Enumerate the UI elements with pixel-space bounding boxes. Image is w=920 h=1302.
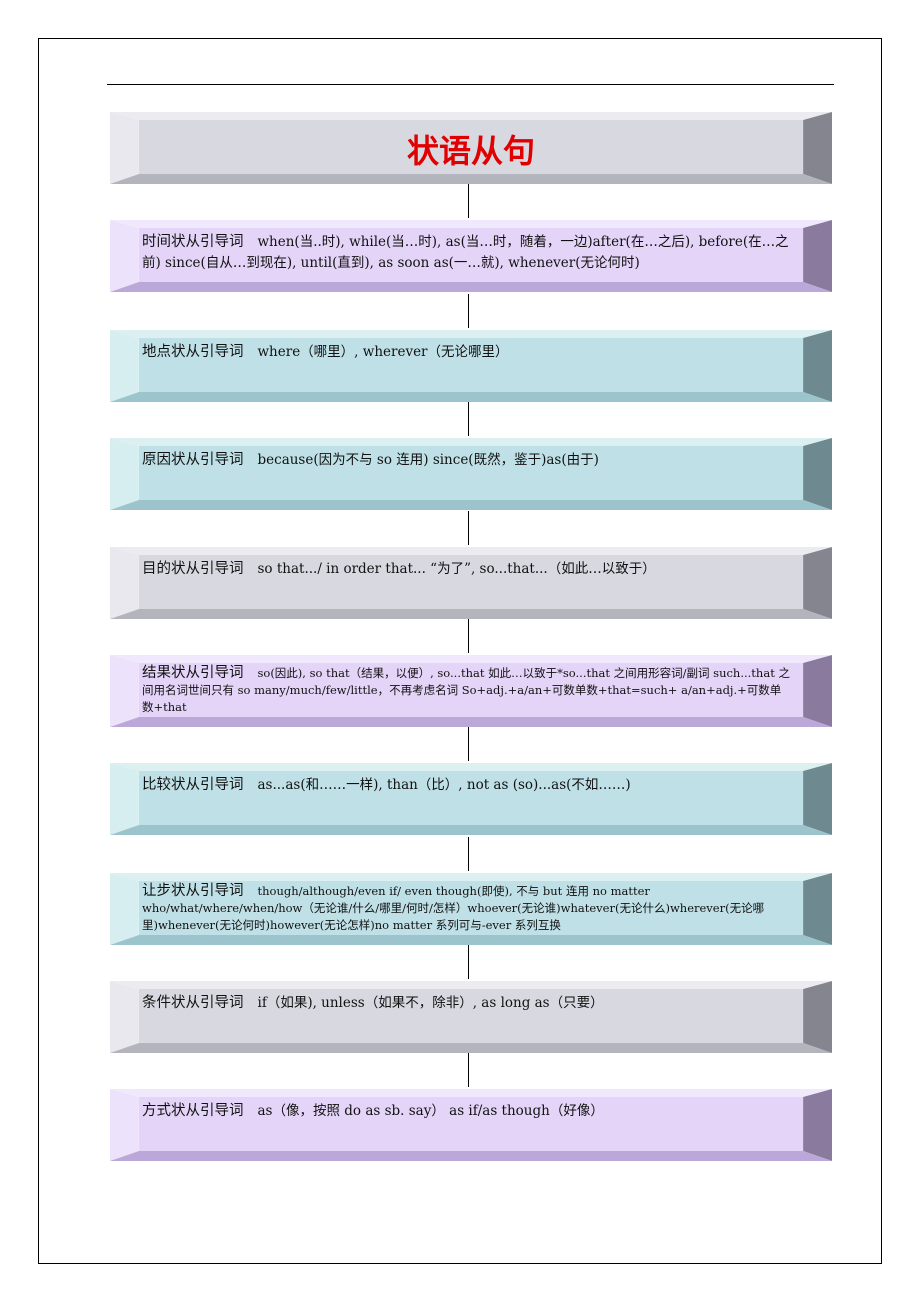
clause-words: if（如果), unless（如果不，除非）, as long as（只要）	[257, 995, 604, 1011]
clause-words: where（哪里）, wherever（无论哪里）	[257, 344, 509, 360]
connector-line	[468, 945, 469, 979]
connector-line	[468, 837, 469, 871]
connector-line	[468, 184, 469, 218]
clause-words: because(因为不与 so 连用) since(既然，鉴于)as(由于)	[257, 452, 599, 468]
clause-box: 目的状从引导词 so that.../ in order that... “为了”…	[110, 547, 832, 619]
connector-line	[468, 294, 469, 328]
clause-label: 让步状从引导词	[142, 883, 244, 899]
clause-text: 地点状从引导词 where（哪里）, wherever（无论哪里）	[142, 342, 792, 363]
clause-box: 方式状从引导词 as（像，按照 do as sb. say） as if/as t…	[110, 1089, 832, 1161]
clause-box: 地点状从引导词 where（哪里）, wherever（无论哪里）	[110, 330, 832, 402]
clause-text: 原因状从引导词 because(因为不与 so 连用) since(既然，鉴于)a…	[142, 450, 792, 471]
clause-label: 原因状从引导词	[142, 452, 244, 468]
clause-words: as...as(和……一样), than（比）, not as (so)...a…	[257, 777, 631, 793]
clause-label: 方式状从引导词	[142, 1103, 244, 1119]
connector-line	[468, 1053, 469, 1087]
connector-line	[468, 402, 469, 436]
clause-text: 条件状从引导词 if（如果), unless（如果不，除非）, as long a…	[142, 993, 792, 1014]
clause-box: 条件状从引导词 if（如果), unless（如果不，除非）, as long a…	[110, 981, 832, 1053]
clause-label: 结果状从引导词	[142, 665, 244, 681]
clause-text: 方式状从引导词 as（像，按照 do as sb. say） as if/as t…	[142, 1101, 792, 1122]
clause-box: 比较状从引导词 as...as(和……一样), than（比）, not as (…	[110, 763, 832, 835]
clause-box: 原因状从引导词 because(因为不与 so 连用) since(既然，鉴于)a…	[110, 438, 832, 510]
clause-label: 条件状从引导词	[142, 995, 244, 1011]
connector-line	[468, 511, 469, 545]
page-title: 状语从句	[406, 132, 535, 170]
header-rule	[107, 84, 834, 85]
connector-line	[468, 619, 469, 653]
page-border	[38, 38, 882, 1264]
clause-words: when(当..时), while(当…时), as(当…时，随着，一边)aft…	[142, 234, 789, 271]
clause-text: 目的状从引导词 so that.../ in order that... “为了”…	[142, 559, 792, 580]
connector-line	[468, 727, 469, 761]
clause-label: 地点状从引导词	[142, 344, 244, 360]
clause-label: 比较状从引导词	[142, 777, 244, 793]
clause-label: 目的状从引导词	[142, 561, 244, 577]
clause-words: so that.../ in order that... “为了”, so...…	[257, 561, 656, 577]
title-box: 状语从句	[110, 112, 832, 184]
clause-label: 时间状从引导词	[142, 234, 244, 250]
clause-words: so(因此), so that（结果，以便）, so...that 如此…以致于…	[142, 666, 790, 714]
clause-words: though/although/even if/ even though(即使)…	[142, 884, 765, 932]
clause-words: as（像，按照 do as sb. say） as if/as though（好…	[257, 1103, 604, 1119]
clause-text: 比较状从引导词 as...as(和……一样), than（比）, not as (…	[142, 775, 792, 796]
